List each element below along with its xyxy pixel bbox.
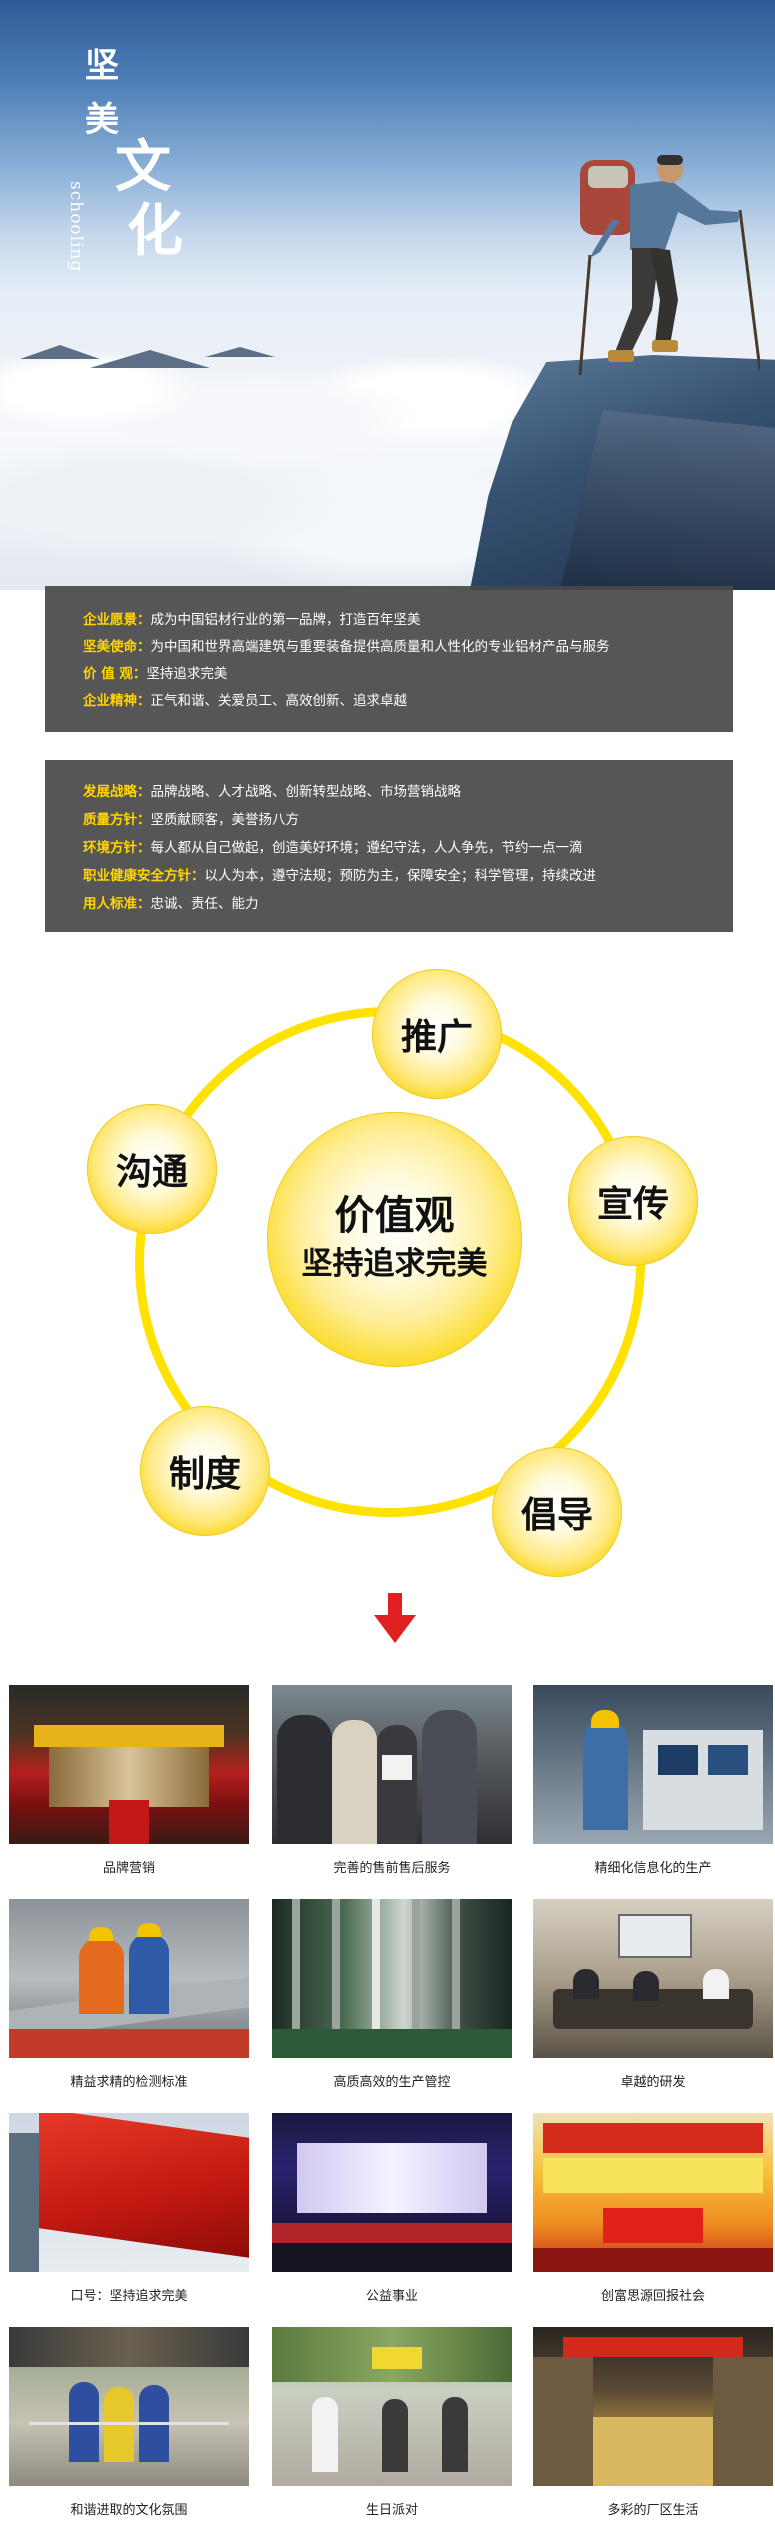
photo-social-giving (533, 2113, 773, 2272)
values-diagram: 价值观 坚持追求完美 推广 宣传 沟通 制度 倡导 (0, 950, 775, 1590)
philosophy-row: 价 值 观：坚持追求完美 (83, 666, 228, 682)
hero-char: 化 (127, 198, 183, 264)
distant-peak (90, 350, 210, 368)
strategy-row: 质量方针：坚质献顾客，美誉扬八方 (83, 812, 299, 828)
gallery-caption: 完善的售前售后服务 (333, 1861, 451, 1876)
hero-char: 文 (115, 134, 171, 200)
strategy-row: 用人标准：忠诚、责任、能力 (83, 896, 259, 912)
philosophy-row: 企业精神：正气和谐、关爱员工、高效创新、追求卓越 (83, 693, 407, 709)
photo-tug-of-war (9, 2327, 249, 2486)
photo-research (533, 1899, 773, 2058)
gallery-caption: 精益求精的检测标准 (70, 2075, 188, 2090)
philosophy-row: 企业愿景：成为中国铝材行业的第一品牌，打造百年坚美 (83, 612, 421, 628)
gallery-caption: 口号：坚持追求完美 (70, 2289, 188, 2304)
photo-slogan-flag (9, 2113, 249, 2272)
value-node-communication: 沟通 (87, 1104, 217, 1234)
values-center: 价值观 坚持追求完美 (267, 1112, 522, 1367)
gallery-caption: 和谐进取的文化氛围 (70, 2503, 188, 2518)
value-node-publicity: 宣传 (568, 1136, 698, 1266)
distant-peak (20, 345, 100, 359)
value-node-advocacy: 倡导 (492, 1447, 622, 1577)
gallery-caption: 品牌营销 (102, 1861, 155, 1876)
strategy-row: 发展战略：品牌战略、人才战略、创新转型战略、市场营销战略 (83, 784, 461, 800)
values-center-title: 价值观 (334, 1193, 455, 1240)
hero-subtitle: schooling (66, 181, 86, 273)
arrow-down-icon (374, 1593, 416, 1643)
philosophy-row: 坚美使命：为中国和世界高端建筑与重要装备提供高质量和人性化的专业铝材产品与服务 (83, 639, 610, 655)
photo-factory-life (533, 2327, 773, 2486)
hero-banner: 坚 美 文 化 schooling (0, 0, 775, 590)
gallery-caption: 高质高效的生产管控 (333, 2075, 451, 2090)
photo-inspection (9, 1899, 249, 2058)
distant-peak (205, 347, 275, 357)
photo-charity-event (272, 2113, 512, 2272)
photo-production-line (272, 1899, 512, 2058)
photo-birthday-party (272, 2327, 512, 2486)
gallery-caption: 多彩的厂区生活 (607, 2503, 699, 2518)
hero-char: 坚 (85, 46, 119, 86)
strategy-row: 环境方针：每人都从自己做起，创造美好环境；遵纪守法，人人争先，节约一点一滴 (83, 840, 583, 856)
gallery-caption: 创富思源回报社会 (600, 2289, 705, 2304)
value-node-system: 制度 (140, 1406, 270, 1536)
gallery-caption: 精细化信息化的生产 (594, 1861, 712, 1876)
value-node-promotion: 推广 (372, 969, 502, 1099)
gallery-caption: 公益事业 (365, 2289, 418, 2304)
hero-char: 美 (85, 100, 119, 140)
photo-service-meeting (272, 1685, 512, 1844)
strategy-row: 职业健康安全方针：以人为本，遵守法规；预防为主，保障安全；科学管理，持续改进 (83, 868, 596, 884)
photo-brand-store (9, 1685, 249, 1844)
gallery-caption: 生日派对 (365, 2503, 418, 2518)
gallery-caption: 卓越的研发 (620, 2075, 686, 2090)
photo-production-control (533, 1685, 773, 1844)
hiker-figure (560, 140, 762, 400)
strategy-panel: 发展战略：品牌战略、人才战略、创新转型战略、市场营销战略 质量方针：坚质献顾客，… (45, 760, 733, 932)
values-center-subtitle: 坚持追求完美 (301, 1246, 488, 1283)
philosophy-panel: 企业愿景：成为中国铝材行业的第一品牌，打造百年坚美 坚美使命：为中国和世界高端建… (45, 586, 733, 732)
